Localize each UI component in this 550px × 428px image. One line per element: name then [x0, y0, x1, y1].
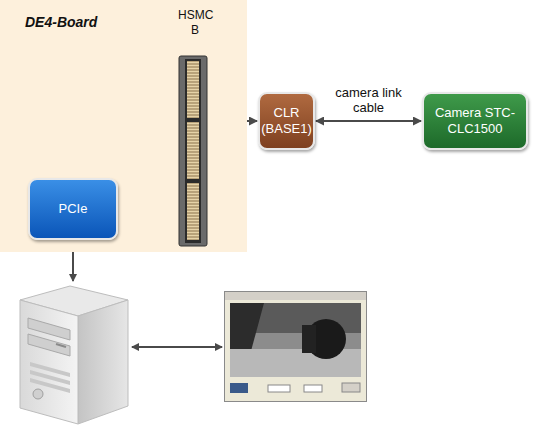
screenshot-window: [224, 291, 368, 403]
edge-label: camera link cable: [326, 85, 412, 115]
box-text: CLR (BASE1): [261, 105, 312, 137]
node-heading: DE4-Board: [25, 14, 97, 30]
hsmc-connector: [178, 55, 208, 247]
box-label: PCIe: [59, 201, 88, 217]
connector-arrow: [316, 120, 421, 122]
box-label: CLR (BASE1): [261, 105, 312, 137]
node-heading: HSMC B: [178, 8, 212, 38]
display-wire: [132, 346, 222, 348]
process-box: CLR (BASE1): [258, 92, 315, 150]
board-area: DE4-Board HSMC B PCIe: [0, 0, 247, 252]
computer-illustration: [0, 278, 140, 428]
process-box: Camera STC-CLC1500: [422, 92, 528, 150]
box-text: Camera STC-CLC1500: [428, 105, 522, 137]
process-box: PCIe: [28, 178, 118, 240]
box-text: PCIe: [59, 201, 88, 217]
connector-block: HSMC B: [178, 8, 212, 248]
box-label: Camera STC-CLC1500: [428, 105, 522, 137]
